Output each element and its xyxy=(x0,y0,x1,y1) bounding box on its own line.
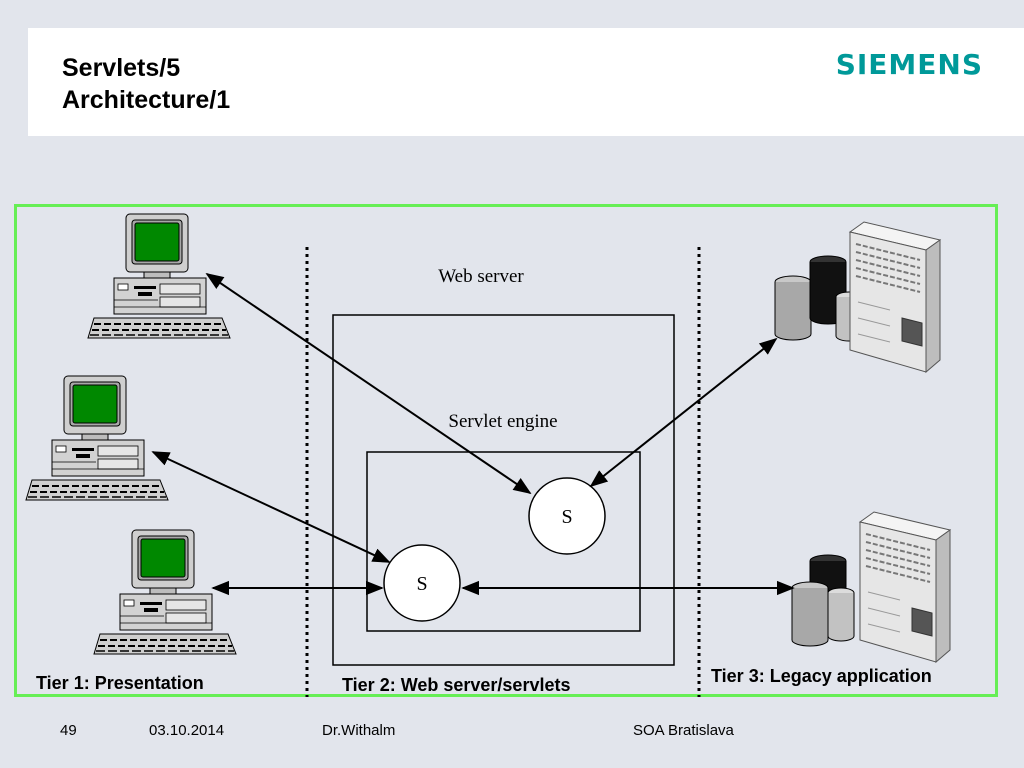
database-cylinders-bottom-icon xyxy=(791,554,855,647)
servlet-engine-label: Servlet engine xyxy=(448,411,557,432)
servlet-symbol-lower: S xyxy=(416,573,427,595)
arrow-client-middle-to-servlet-lower xyxy=(151,451,391,563)
title-line-1: Servlets/5 xyxy=(62,54,181,82)
footer-author: Dr.Withalm xyxy=(322,722,396,739)
page-number: 49 xyxy=(60,722,77,739)
client-pc-bottom-icon xyxy=(93,529,237,655)
servlet-circle-lower xyxy=(383,544,461,622)
slide-title: Servlets/5 Architecture/1 xyxy=(62,52,230,116)
arrow-client-top-to-servlet-upper xyxy=(205,272,532,495)
web-server-label: Web server xyxy=(438,266,524,287)
footer-event: SOA Bratislava xyxy=(633,722,734,739)
footer-date: 03.10.2014 xyxy=(149,722,225,739)
client-pc-middle-icon xyxy=(25,375,169,501)
servlet-symbol-upper: S xyxy=(561,506,572,528)
tier3-label: Tier 3: Legacy application xyxy=(711,666,932,686)
servlet-circle-upper xyxy=(528,477,606,555)
tier1-label: Tier 1: Presentation xyxy=(36,673,204,693)
web-server-box xyxy=(332,314,675,666)
arrow-servlet-upper-to-legacy-top xyxy=(589,337,778,488)
legacy-server-bottom-icon xyxy=(859,511,951,663)
siemens-logo: SIEMENS xyxy=(835,48,983,81)
legacy-server-top-icon xyxy=(849,221,941,373)
slide-header: Servlets/5 Architecture/1 SIEMENS xyxy=(28,28,1024,136)
database-cylinders-top-icon xyxy=(774,255,863,342)
tier2-label: Tier 2: Web server/servlets xyxy=(342,675,570,695)
title-line-2: Architecture/1 xyxy=(62,86,231,114)
diagram-frame xyxy=(14,204,998,697)
